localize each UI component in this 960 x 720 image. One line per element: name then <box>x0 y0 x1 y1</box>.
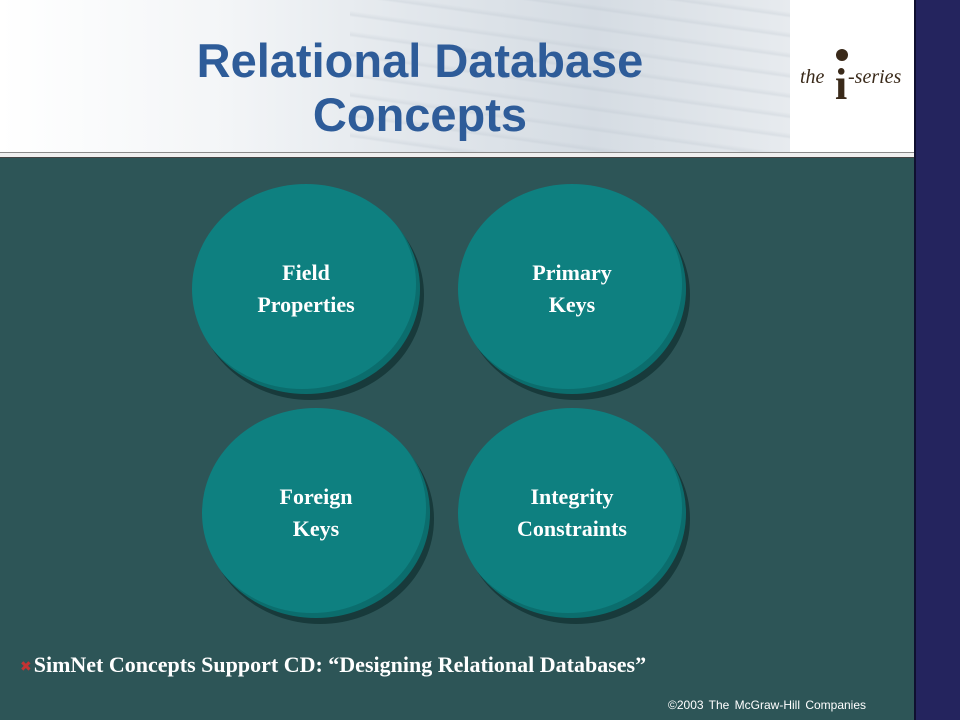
concept-primary-keys: Primary Keys <box>458 184 686 394</box>
bullet-text: SimNet Concepts Support CD: “Designing R… <box>33 652 647 677</box>
bullet-x-icon: ✖ <box>20 659 32 675</box>
bullet-line: ✖SimNet Concepts Support CD: “Designing … <box>20 652 646 678</box>
concept-label: Foreign Keys <box>279 484 353 541</box>
concept-label: Primary Keys <box>532 260 612 317</box>
header-banner <box>0 0 914 152</box>
concept-label: Integrity Constraints <box>516 484 627 541</box>
header-divider <box>0 152 914 158</box>
logo-text-left: the <box>800 66 825 88</box>
slide-title: Relational Database Concepts <box>196 34 644 141</box>
logo-panel <box>790 0 914 152</box>
logo-letter: i <box>835 60 847 105</box>
concept-label: Field Properties <box>257 260 355 317</box>
concept-field-properties: Field Properties <box>192 184 420 394</box>
concept-integrity-constraints: Integrity Constraints <box>458 408 686 618</box>
concept-foreign-keys: Foreign Keys <box>202 408 430 618</box>
i-series-logo: the i -series <box>800 49 902 105</box>
logo-text-right: -series <box>848 66 902 88</box>
right-accent-bar <box>914 0 960 720</box>
header-background-image <box>350 0 790 152</box>
copyright-text: ©2003 The McGraw-Hill Companies <box>668 698 867 712</box>
